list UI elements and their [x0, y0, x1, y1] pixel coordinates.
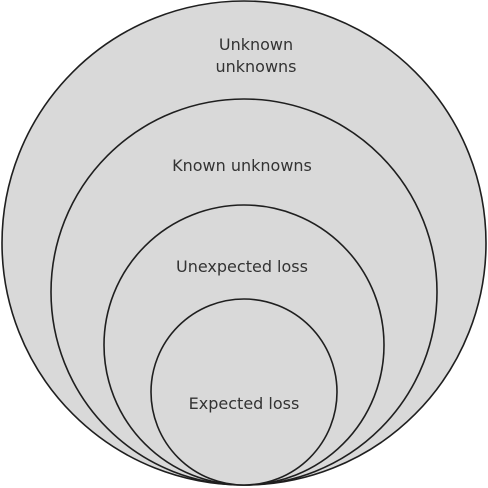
- label-unknown-unknowns-line1: Unknown: [219, 35, 293, 54]
- label-unexpected-loss: Unexpected loss: [176, 257, 308, 276]
- label-expected-loss: Expected loss: [189, 394, 300, 413]
- ring-expected-loss: [150, 298, 338, 486]
- label-unknown-unknowns-line2: unknowns: [215, 57, 296, 76]
- label-known-unknowns: Known unknowns: [172, 156, 312, 175]
